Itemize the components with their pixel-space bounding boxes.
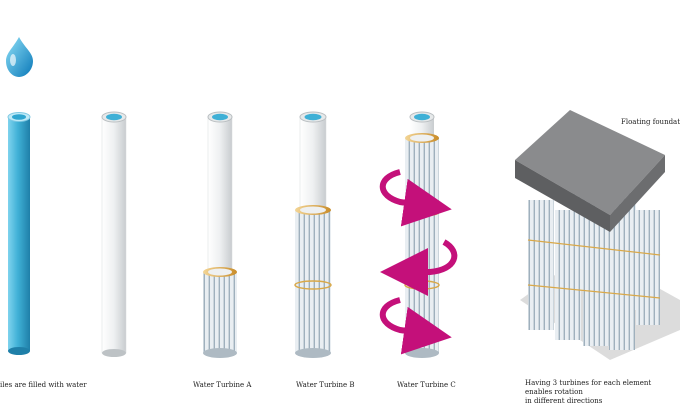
- empty-pile: [101, 111, 127, 357]
- rotation-arrow-icon: [379, 169, 458, 355]
- water-drop-icon: [6, 37, 33, 77]
- pile-turbine-b: [294, 111, 332, 358]
- floating-foundation-assembly: [515, 110, 680, 360]
- caption-turbine-b: Water Turbine B: [296, 381, 355, 389]
- caption-filled-with-water: iles are filled with water: [0, 381, 87, 389]
- pile-turbine-c: [404, 111, 440, 358]
- caption-turbine-c: Water Turbine C: [397, 381, 456, 389]
- caption-rotation-note: Having 3 turbines for each element enabl…: [525, 379, 679, 406]
- water-filled-pile: [7, 112, 31, 355]
- caption-rotation-line1: Having 3 turbines for each element enabl…: [525, 379, 652, 396]
- pile-turbine-a: [203, 111, 237, 358]
- caption-floating-foundation: Floating foundation: [621, 118, 680, 126]
- caption-rotation-line2: in different directions: [525, 397, 603, 405]
- caption-turbine-a: Water Turbine A: [193, 381, 252, 389]
